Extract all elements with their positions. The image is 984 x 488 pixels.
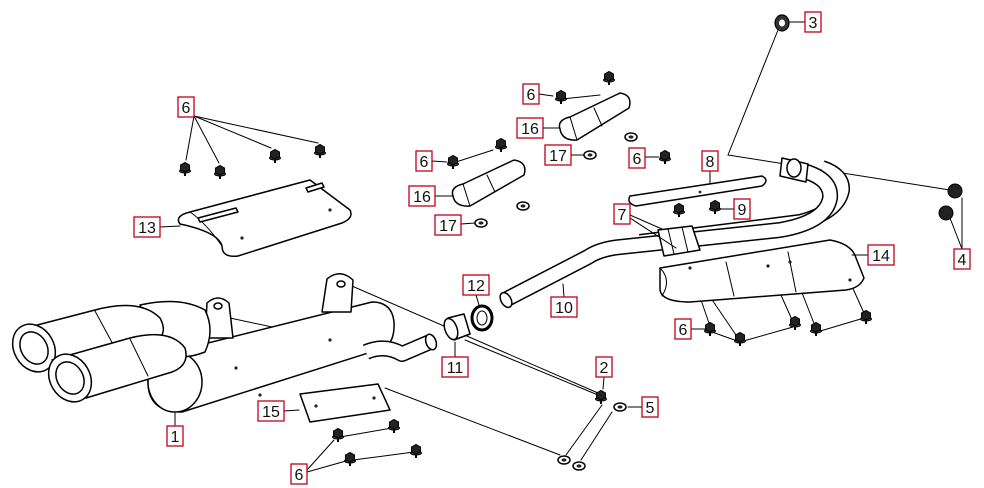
callout: 5 [641,396,659,418]
callout-number: 6 [527,87,536,104]
callout-number: 10 [555,300,573,317]
bolt [602,70,616,86]
clamp-bolt [672,202,686,218]
callout-number: 6 [633,151,642,168]
callout: 6 [177,96,195,118]
callout-number: 16 [413,189,431,206]
callout-number: 17 [439,218,457,235]
callout: 9 [733,198,751,220]
callout-number: 6 [420,154,429,171]
callout-number: 16 [521,121,539,138]
pipe-heat-shield-lower [451,159,526,207]
mounting-bar [628,175,767,207]
callout-number: 1 [171,429,180,446]
callout: 17 [434,214,462,236]
exhaust-header-pipe [499,157,850,309]
callout-number: 2 [600,360,609,377]
nut [557,455,571,465]
callout: 15 [257,400,285,422]
header-heat-shield [659,239,865,303]
nut [624,132,638,142]
callout-number: 6 [182,100,191,117]
callout-labels: 6 13 6 16 17 6 8 6 16 17 7 9 3 4 14 12 1… [133,11,971,485]
callout-number: 9 [738,202,747,219]
bolt [658,149,672,165]
heat-shield-bolts [178,143,327,180]
plate-bolts [331,418,423,467]
nut [572,461,586,471]
nut [583,150,597,160]
callout: 17 [544,144,572,166]
callout-number: 11 [447,360,464,377]
callout: 2 [595,356,613,378]
callout: 6 [290,463,308,485]
pipe-clamp [657,225,701,257]
callout: 6 [674,318,692,340]
muffler-heat-shield [177,179,352,258]
flange-nuts [938,183,963,221]
callout: 6 [415,150,433,172]
muffler-cover-plate [299,383,391,423]
bolt [446,154,460,170]
clamp-bolt [708,199,722,215]
callout-number: 17 [549,148,567,165]
nut [474,218,488,228]
callout: 16 [516,117,544,139]
callout-number: 4 [958,252,967,269]
callout: 12 [462,274,490,296]
hanger-bolt [594,389,608,405]
callout-number: 14 [872,248,890,265]
callout-number: 8 [706,154,715,171]
callout-number: 13 [138,220,156,237]
callout-number: 6 [295,467,304,484]
hanger-nut [613,402,627,412]
callout-number: 5 [646,400,655,417]
callout: 1 [166,425,184,447]
callout: 4 [953,248,971,270]
callout: 13 [133,216,161,238]
muffler-assembly [11,273,438,413]
bolt [494,137,508,153]
pipe-heat-shield-upper [558,92,631,141]
callout: 6 [522,83,540,105]
leader-lines [159,21,963,473]
callout: 3 [804,11,822,33]
callout-number: 6 [679,322,688,339]
callout: 7 [613,203,631,225]
callout-number: 12 [467,278,485,295]
callout: 11 [441,356,469,378]
callout-number: 7 [618,207,627,224]
gasket [774,14,790,32]
callout: 14 [867,244,895,266]
nut [516,201,530,211]
callout: 8 [701,150,719,172]
callout: 10 [550,296,578,318]
ring-seal [470,304,494,332]
callout-number: 3 [809,15,818,32]
muffler-hanger-bracket [204,297,234,339]
callout: 16 [408,185,436,207]
muffler-hanger-bracket [321,273,354,313]
coupling-sleeve [443,313,471,341]
callout: 6 [628,147,646,169]
bolt [554,89,568,105]
callout-number: 15 [262,404,280,421]
